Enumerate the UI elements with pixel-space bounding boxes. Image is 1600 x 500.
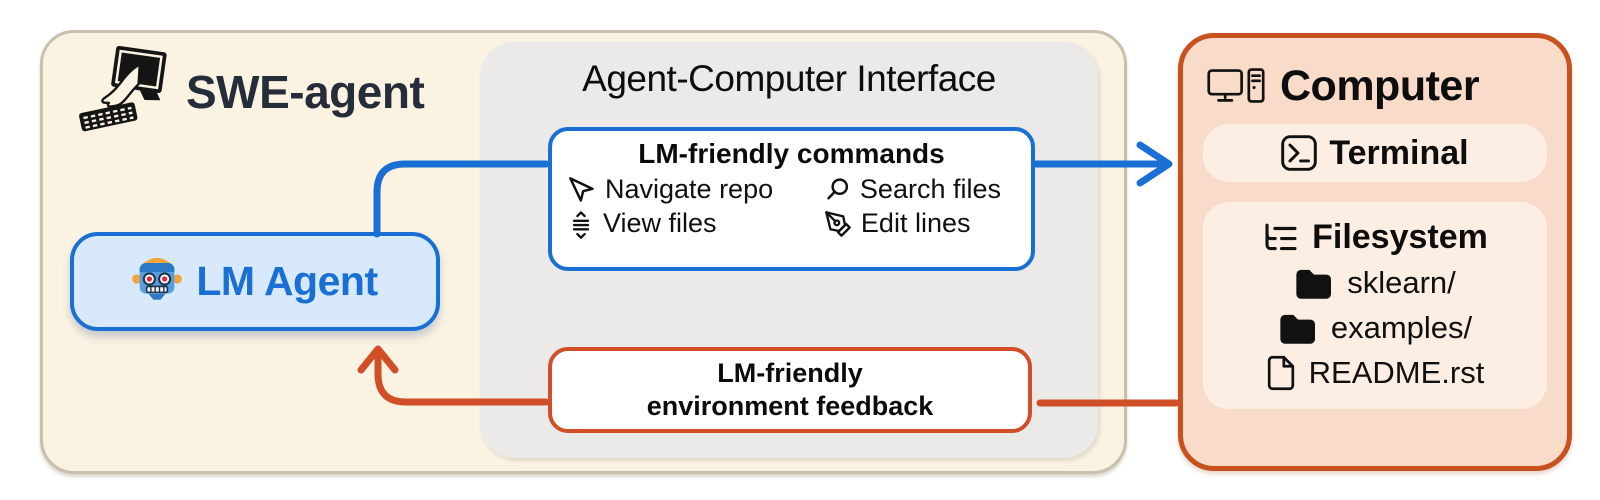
swe-agent-header: SWE-agent	[78, 46, 425, 138]
computer-title: Computer	[1280, 62, 1480, 110]
command-label: Navigate repo	[605, 174, 774, 204]
filesystem-box: Filesystem sklearn/ examples/	[1203, 202, 1547, 409]
command-search-files: Search files	[824, 174, 1017, 205]
filesystem-header: Filesystem	[1262, 218, 1488, 257]
view-icon	[572, 210, 590, 239]
fs-entry-name: sklearn/	[1347, 265, 1456, 300]
fs-entry-folder: examples/	[1278, 310, 1472, 346]
aci-title: Agent-Computer Interface	[582, 58, 996, 99]
feedback-line-2: environment feedback	[646, 391, 934, 421]
computer-header: Computer	[1207, 62, 1567, 111]
computer-panel: Computer Terminal	[1178, 33, 1572, 471]
navigate-icon	[569, 176, 594, 202]
fs-entry-name: README.rst	[1308, 355, 1485, 390]
filesystem-title: Filesystem	[1312, 218, 1488, 256]
fs-entry-folder: sklearn/	[1294, 265, 1456, 301]
command-navigate-repo: Navigate repo	[568, 174, 824, 205]
folder-icon	[1280, 314, 1315, 344]
command-edit-lines: Edit lines	[824, 208, 1017, 239]
command-label: View files	[603, 208, 717, 238]
edit-icon	[825, 210, 851, 237]
desktop-computer-icon	[1207, 68, 1265, 103]
lm-friendly-commands-box: LM-friendly commands Navigate repo Searc…	[548, 127, 1035, 271]
tree-icon	[1265, 223, 1297, 250]
search-icon	[827, 178, 848, 200]
folder-icon	[1296, 269, 1332, 299]
fs-entry-name: examples/	[1330, 310, 1473, 345]
robot-icon	[132, 255, 183, 308]
command-view-files: View files	[568, 208, 824, 239]
swe-agent-title: SWE-agent	[186, 66, 425, 118]
feedback-line-1: LM-friendly	[717, 358, 863, 389]
terminal-label: Terminal	[1329, 133, 1469, 172]
commands-grid: Navigate repo Search files	[552, 170, 1031, 239]
commands-title: LM-friendly commands	[638, 138, 945, 169]
file-icon	[1267, 355, 1294, 391]
fs-entry-file: README.rst	[1266, 355, 1485, 391]
terminal-icon	[1281, 135, 1318, 171]
environment-feedback-box: LM-friendly environment feedback	[548, 347, 1032, 433]
lm-agent-label: LM Agent	[196, 258, 378, 304]
monitor-hand-keyboard-icon	[78, 46, 176, 138]
lm-agent-box: LM Agent	[70, 232, 440, 331]
command-flow-arrowhead	[1136, 141, 1173, 187]
command-label: Edit lines	[860, 208, 971, 238]
filesystem-entries: sklearn/ examples/ README.rst	[1266, 265, 1485, 391]
terminal-pill: Terminal	[1203, 124, 1547, 182]
command-label: Search files	[859, 174, 1001, 204]
